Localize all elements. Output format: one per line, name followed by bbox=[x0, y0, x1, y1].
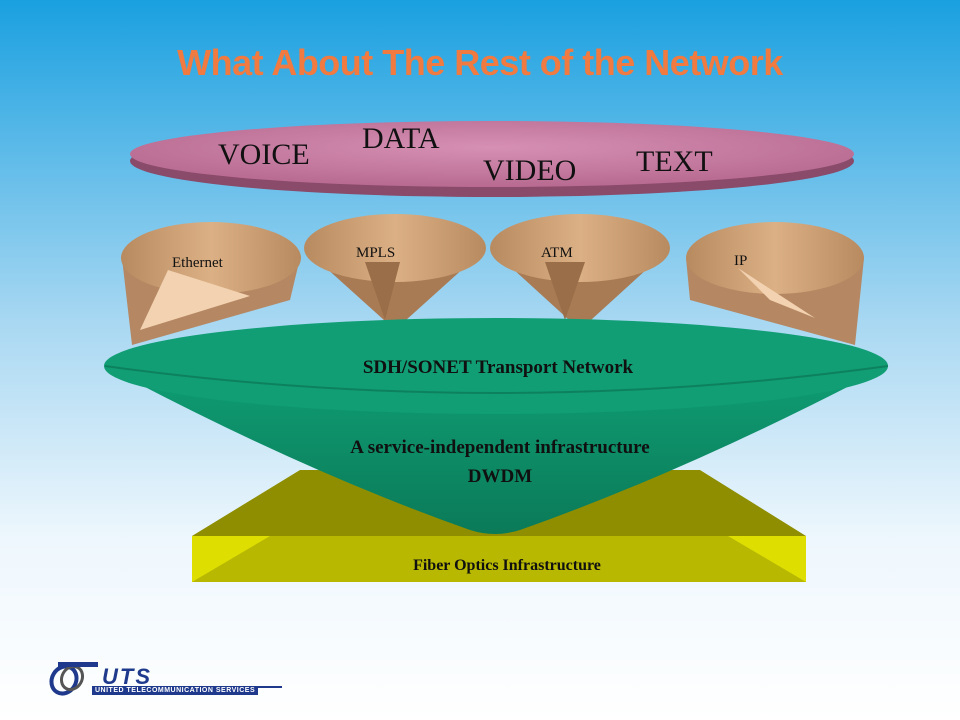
atm-label: ATM bbox=[541, 245, 573, 261]
ethernet-label: Ethernet bbox=[172, 255, 223, 271]
mpls-cone bbox=[304, 214, 486, 330]
voice-label: VOICE bbox=[218, 138, 310, 171]
fiber-optics-label: Fiber Optics Infrastructure bbox=[413, 557, 601, 574]
text-label: TEXT bbox=[636, 145, 713, 178]
mpls-label: MPLS bbox=[356, 245, 396, 261]
dwdm-label: DWDM bbox=[467, 466, 533, 487]
slide-title: What About The Rest of the Network bbox=[177, 42, 783, 83]
video-label: VIDEO bbox=[483, 154, 577, 187]
ethernet-cone bbox=[121, 222, 301, 345]
uts-logo-name: UTS bbox=[102, 664, 152, 689]
service-layer-disc bbox=[130, 121, 854, 197]
ip-label: IP bbox=[734, 253, 748, 269]
uts-logo-subtitle: UNITED TELECOMMUNICATION SERVICES bbox=[92, 686, 259, 695]
transport-network-label: SDH/SONET Transport Network bbox=[362, 357, 634, 378]
atm-cone bbox=[490, 214, 670, 330]
infrastructure-description: A service-independent infrastructure bbox=[350, 437, 650, 458]
transport-network-funnel bbox=[104, 318, 889, 534]
data-label: DATA bbox=[362, 122, 440, 155]
ip-cone bbox=[686, 222, 864, 345]
